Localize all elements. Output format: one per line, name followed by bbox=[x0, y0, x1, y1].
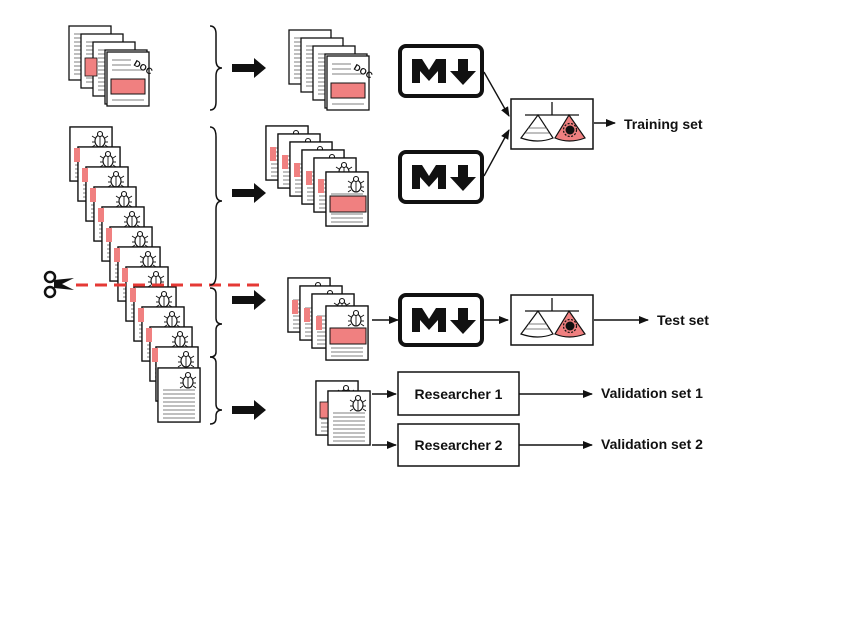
training-set-label: Training set bbox=[624, 116, 703, 132]
researcher-2-box: Researcher 2 bbox=[397, 423, 520, 467]
bug-stack-training bbox=[266, 126, 368, 226]
researcher-2-label: Researcher 2 bbox=[415, 437, 503, 453]
balance-scale-icon bbox=[510, 294, 594, 346]
markdown-icon bbox=[398, 44, 484, 98]
validation-set-1-label: Validation set 1 bbox=[601, 385, 703, 401]
scissors-icon bbox=[43, 270, 74, 299]
brace-row4 bbox=[209, 356, 223, 425]
fat-arrow-row4 bbox=[232, 400, 266, 420]
fat-arrow-row2 bbox=[232, 183, 266, 203]
researcher-1-box: Researcher 1 bbox=[397, 371, 520, 416]
doc-stack-target: DOC bbox=[288, 29, 375, 111]
bug-stack-source bbox=[70, 127, 200, 422]
researcher-1-label: Researcher 1 bbox=[415, 386, 503, 402]
bug-stack-test bbox=[288, 278, 368, 360]
fat-arrow-row1 bbox=[232, 58, 266, 78]
markdown-icon bbox=[398, 293, 484, 347]
bug-stack-validation bbox=[316, 381, 370, 445]
brace-row1 bbox=[209, 25, 223, 111]
test-set-label: Test set bbox=[657, 312, 709, 328]
markdown-icon bbox=[398, 150, 484, 204]
brace-row2 bbox=[209, 126, 223, 286]
fat-arrow-row3 bbox=[232, 290, 266, 310]
validation-set-2-label: Validation set 2 bbox=[601, 436, 703, 452]
brace-row3 bbox=[209, 287, 223, 358]
balance-scale-icon bbox=[510, 98, 594, 150]
doc-stack-source: DOC bbox=[68, 25, 155, 107]
